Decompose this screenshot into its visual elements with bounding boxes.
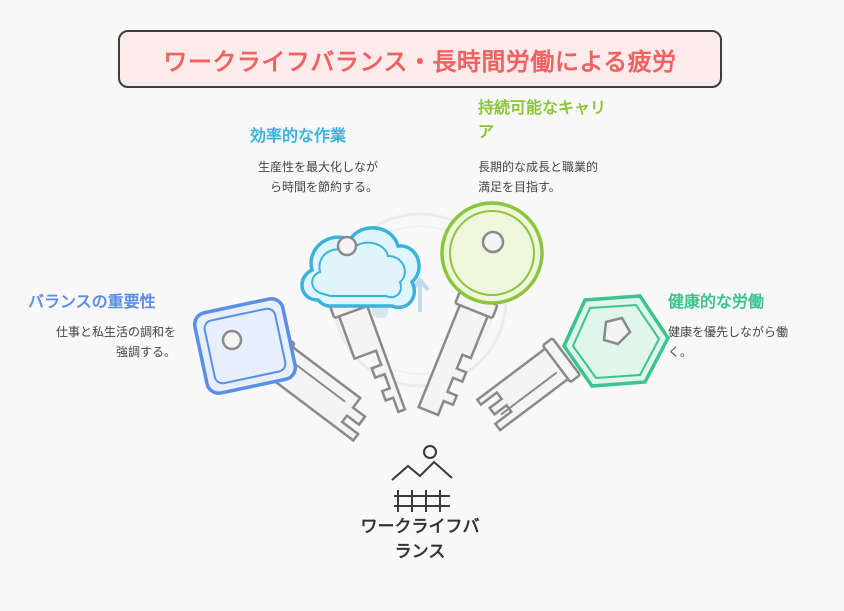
center-label-line-2: ランス bbox=[394, 542, 446, 562]
health-desc-line-2: く。 bbox=[668, 345, 693, 359]
key-efficiency bbox=[300, 226, 421, 414]
efficiency-desc-line-2: ら時間を節約する。 bbox=[269, 180, 378, 194]
center-label-line-1: ワークライフバ bbox=[360, 517, 480, 537]
center-label: ワークライフバ ランス bbox=[330, 515, 510, 565]
health-desc: 健康を優先しながら働 く。 bbox=[668, 322, 788, 362]
balance-desc-line-1: 仕事と私生活の調和を bbox=[55, 325, 176, 339]
efficiency-title: 効率的な作業 bbox=[250, 126, 347, 145]
page-title: ワークライフバランス・長時間労働による疲労 bbox=[163, 47, 677, 76]
balance-desc-line-2: 強調する。 bbox=[115, 345, 176, 359]
efficiency-desc: 生産性を最大化しなが ら時間を節約する。 bbox=[228, 157, 378, 197]
title-box: ワークライフバランス・長時間労働による疲労 bbox=[118, 30, 722, 88]
balance-title: バランスの重要性 bbox=[28, 292, 156, 311]
career-desc: 長期的な成長と職業的 満足を目指す。 bbox=[478, 157, 598, 197]
health-desc-line-1: 健康を優先しながら働 bbox=[668, 325, 789, 339]
career-desc-line-2: 満足を目指す。 bbox=[478, 180, 561, 194]
balance-desc: 仕事と私生活の調和を 強調する。 bbox=[28, 322, 176, 362]
health-title: 健康的な労働 bbox=[668, 292, 765, 311]
career-title: 持続可能なキャリ ア bbox=[478, 96, 606, 144]
person-landscape-fence-icon bbox=[391, 445, 453, 512]
career-desc-line-1: 長期的な成長と職業的 bbox=[478, 160, 599, 174]
career-title-line-2: ア bbox=[478, 122, 495, 141]
key-health bbox=[475, 294, 671, 432]
key-balance bbox=[192, 297, 367, 443]
career-title-line-1: 持続可能なキャリ bbox=[478, 98, 607, 117]
key-career bbox=[417, 201, 544, 417]
efficiency-desc-line-1: 生産性を最大化しなが bbox=[257, 160, 378, 174]
